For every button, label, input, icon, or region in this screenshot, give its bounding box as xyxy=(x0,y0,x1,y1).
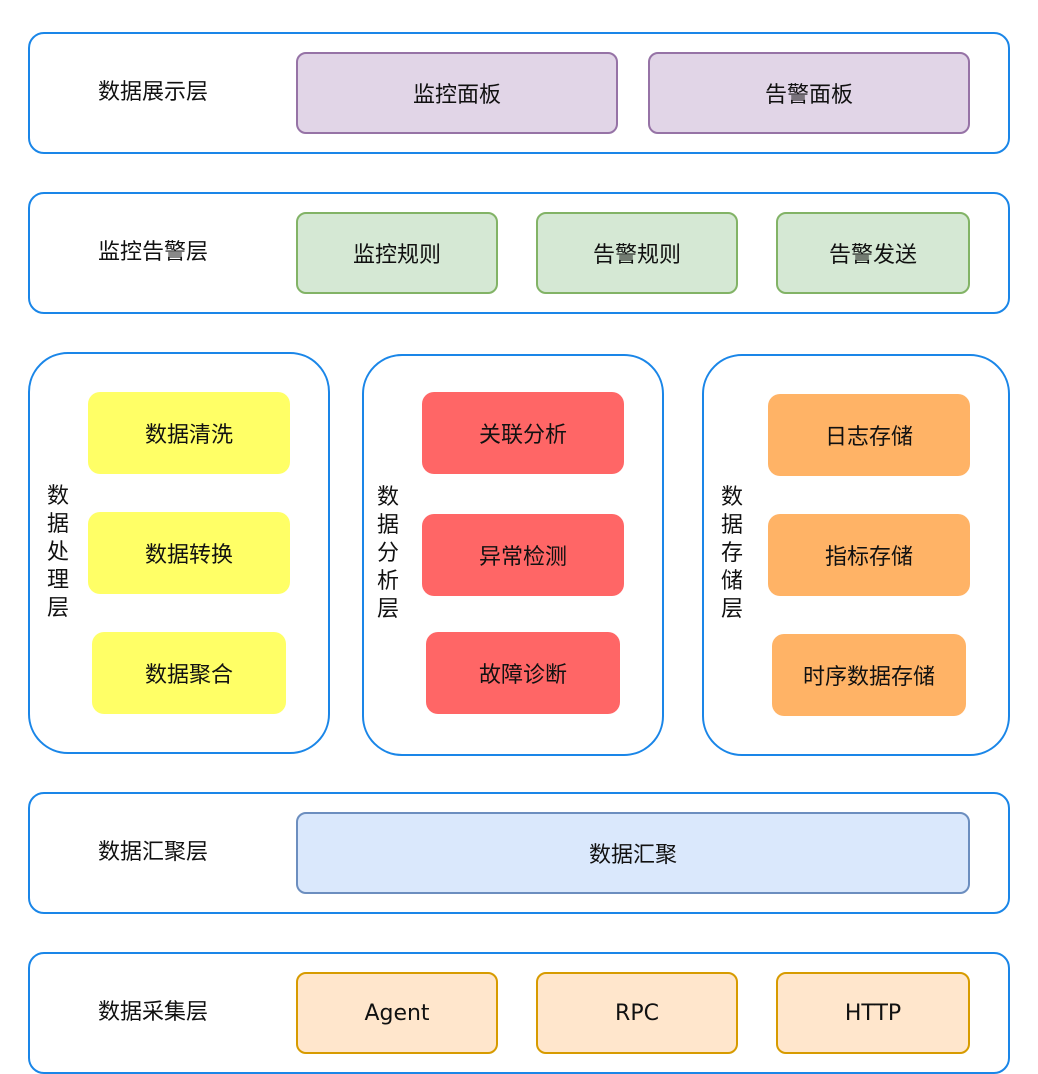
correlation-analysis-box: 关联分析 xyxy=(422,392,624,474)
data-transform-box: 数据转换 xyxy=(88,512,290,594)
processing-layer-label: 数据处理层 xyxy=(46,484,69,621)
rpc-box: RPC xyxy=(536,972,738,1054)
collection-layer-label: 数据采集层 xyxy=(98,1000,209,1025)
anomaly-detection-box: 异常检测 xyxy=(422,514,624,596)
aggregation-layer-label: 数据汇聚层 xyxy=(98,840,209,865)
analysis-layer-label: 数据分析层 xyxy=(376,485,399,622)
log-storage-box: 日志存储 xyxy=(768,394,970,476)
data-aggregate-box: 数据聚合 xyxy=(92,632,286,714)
monitor-dashboard-box: 监控面板 xyxy=(296,52,618,134)
metric-storage-box: 指标存储 xyxy=(768,514,970,596)
alert-rules-box: 告警规则 xyxy=(536,212,738,294)
http-box: HTTP xyxy=(776,972,970,1054)
agent-box: Agent xyxy=(296,972,498,1054)
alert-layer-label: 监控告警层 xyxy=(98,240,209,265)
monitor-rules-box: 监控规则 xyxy=(296,212,498,294)
data-aggregation-box: 数据汇聚 xyxy=(296,812,970,894)
display-layer-label: 数据展示层 xyxy=(98,80,209,105)
storage-layer-label: 数据存储层 xyxy=(720,485,743,622)
fault-diagnosis-box: 故障诊断 xyxy=(426,632,620,714)
alert-sending-box: 告警发送 xyxy=(776,212,970,294)
alert-dashboard-box: 告警面板 xyxy=(648,52,970,134)
timeseries-storage-box: 时序数据存储 xyxy=(772,634,966,716)
data-cleaning-box: 数据清洗 xyxy=(88,392,290,474)
